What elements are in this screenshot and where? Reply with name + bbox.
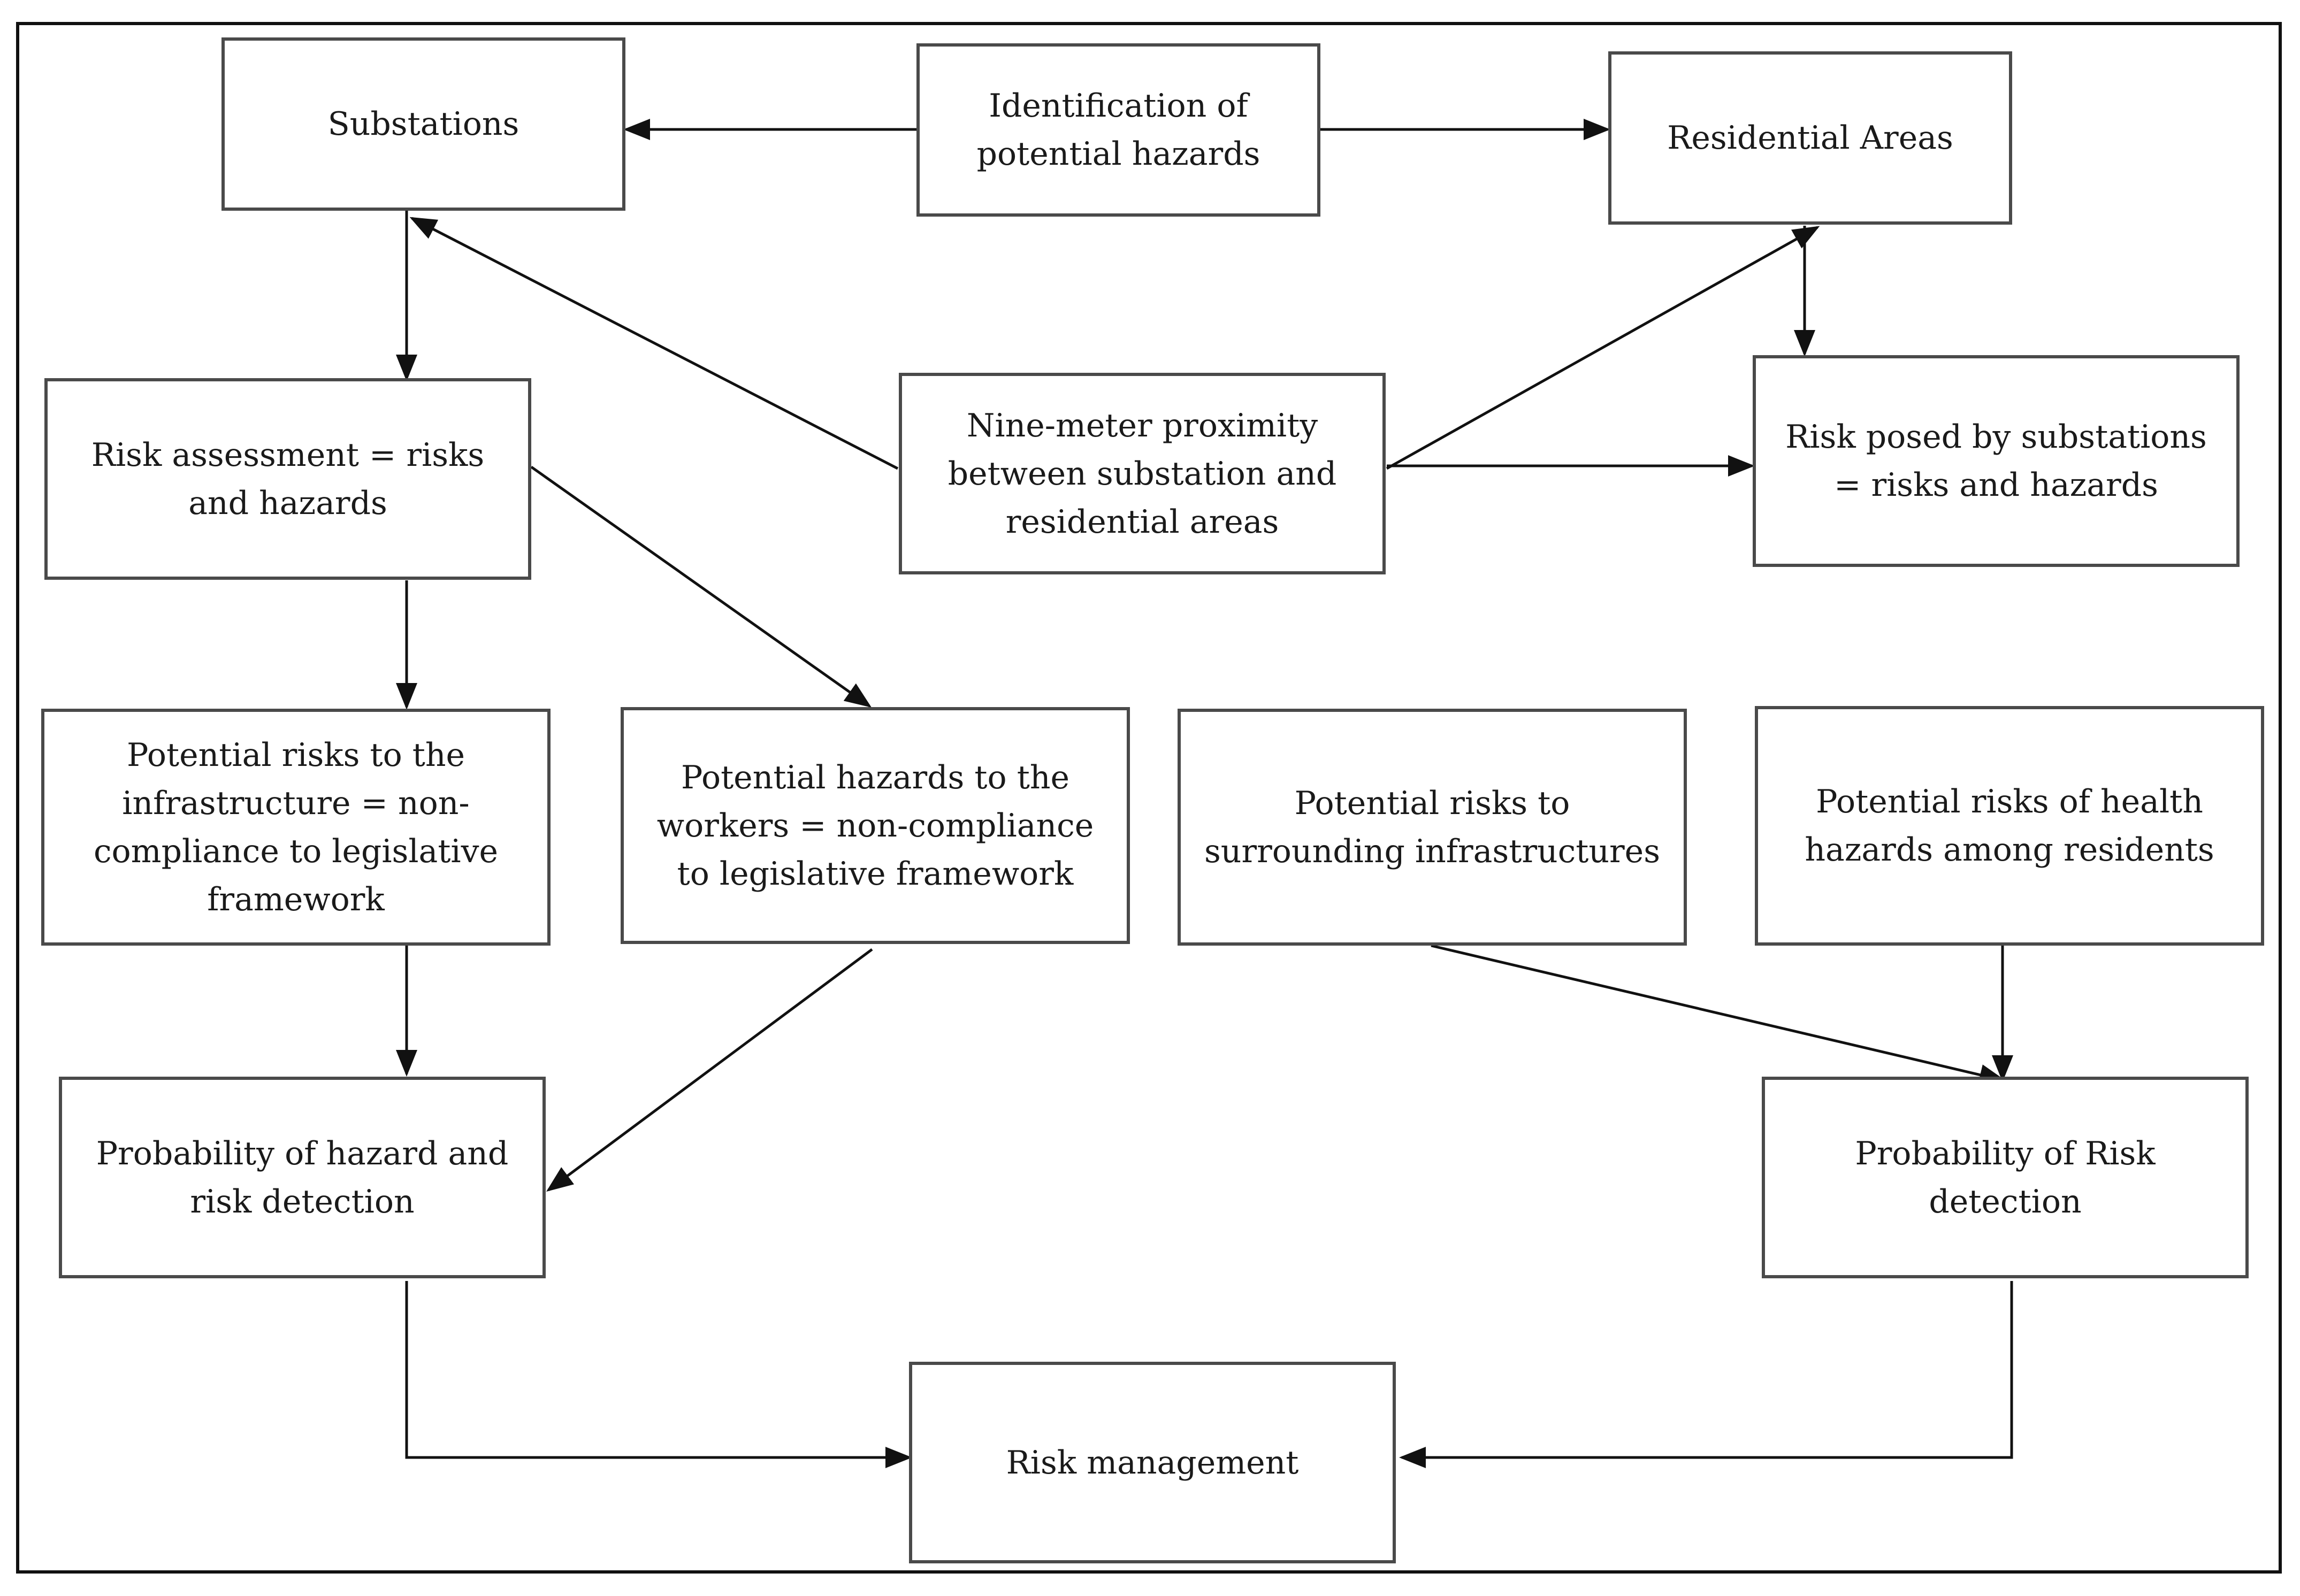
node-proximity-label: Nine-meter proximity between substation … — [947, 406, 1337, 541]
node-substations-label: Substations — [327, 105, 519, 143]
node-health-risks-label: Potential risks of health hazards among … — [1805, 783, 2214, 869]
node-risk-management-label: Risk management — [1006, 1444, 1299, 1482]
node-infra-risks-label: Potential risks to the infrastructure = … — [93, 736, 499, 918]
node-risk-posed-by-substations: Risk posed by substations = risks and ha… — [1753, 355, 2240, 567]
node-identification-of-potential-hazards: Identification of potential hazards — [916, 43, 1320, 217]
arrow-proximity-to-substations — [409, 217, 899, 470]
node-identification-label: Identification of potential hazards — [976, 87, 1260, 173]
diagram-frame — [16, 22, 2282, 1574]
arrow-prob-risk-to-risk-management — [1399, 1281, 2013, 1468]
node-potential-risks-to-infrastructure: Potential risks to the infrastructure = … — [41, 709, 551, 946]
arrow-proximity-to-residential — [1386, 226, 1820, 470]
node-residential-areas: Residential Areas — [1608, 51, 2012, 225]
arrow-surrounding-risks-to-prob-risk — [1431, 944, 2006, 1086]
node-nine-meter-proximity: Nine-meter proximity between substation … — [899, 373, 1386, 574]
node-risk-posed-label: Risk posed by substations = risks and ha… — [1785, 418, 2207, 504]
node-substations: Substations — [221, 37, 625, 211]
arrow-risk-assessment-to-worker-hazards — [530, 465, 872, 708]
node-potential-risks-to-surrounding-infrastructures: Potential risks to surrounding infrastru… — [1178, 709, 1687, 946]
node-potential-hazards-to-workers: Potential hazards to the workers = non-c… — [621, 707, 1130, 944]
node-surrounding-risks-label: Potential risks to surrounding infrastru… — [1204, 784, 1660, 870]
arrow-worker-hazards-to-prob-hazard — [546, 948, 873, 1192]
node-probability-of-risk-detection: Probability of Risk detection — [1762, 1077, 2249, 1278]
node-risk-assessment: Risk assessment = risks and hazards — [44, 378, 531, 580]
node-worker-hazards-label: Potential hazards to the workers = non-c… — [656, 758, 1094, 893]
node-potential-health-risks-among-residents: Potential risks of health hazards among … — [1755, 706, 2264, 946]
arrow-prob-hazard-to-risk-management — [405, 1281, 912, 1468]
node-residential-label: Residential Areas — [1667, 119, 1953, 157]
node-prob-risk-label: Probability of Risk detection — [1855, 1134, 2156, 1221]
node-prob-hazard-label: Probability of hazard and risk detection — [96, 1134, 509, 1221]
node-risk-management: Risk management — [909, 1362, 1396, 1563]
node-risk-assessment-label: Risk assessment = risks and hazards — [91, 436, 485, 522]
node-probability-of-hazard-and-risk-detection: Probability of hazard and risk detection — [59, 1077, 546, 1278]
